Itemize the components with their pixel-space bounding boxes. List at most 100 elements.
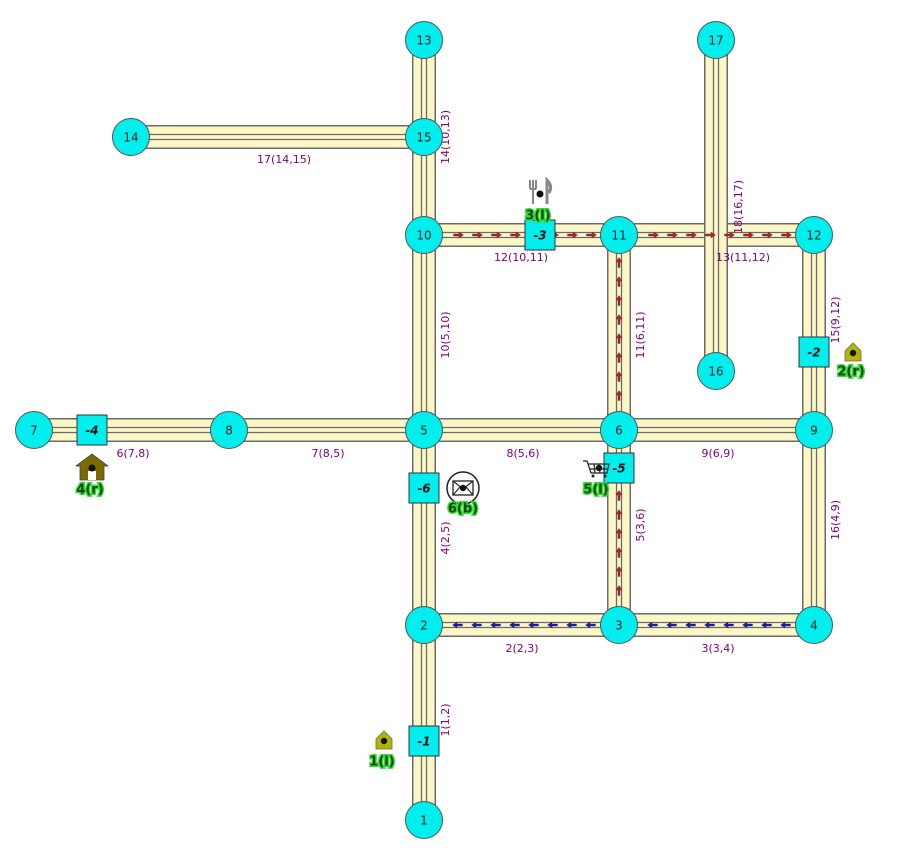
flow-arrow-icon bbox=[685, 621, 696, 629]
node-circle[interactable] bbox=[405, 216, 443, 254]
poi-p4[interactable]: 4(r) bbox=[74, 453, 110, 499]
node-label: 2 bbox=[420, 619, 428, 633]
node-label: 11 bbox=[611, 229, 626, 243]
flow-arrow-icon bbox=[615, 352, 623, 363]
node-circle[interactable] bbox=[405, 21, 443, 59]
flow-arrow-icon bbox=[528, 621, 539, 629]
marker-m5[interactable]: -5 bbox=[603, 452, 635, 484]
poi-p6[interactable]: 6(b) bbox=[446, 471, 480, 518]
marker-label: -6 bbox=[417, 482, 430, 496]
marker-square[interactable] bbox=[603, 452, 635, 484]
road-e8 bbox=[424, 418, 619, 442]
node-circle[interactable] bbox=[600, 216, 638, 254]
edge-label-e5: 5(3,6) bbox=[634, 508, 647, 541]
node-circle[interactable] bbox=[697, 21, 735, 59]
node-15[interactable]: 15 bbox=[405, 118, 443, 156]
node-11[interactable]: 11 bbox=[600, 216, 638, 254]
flow-arrow-icon bbox=[615, 490, 623, 501]
flow-arrow-icon bbox=[780, 621, 791, 629]
flow-arrow-icon bbox=[667, 231, 678, 239]
poi-p2[interactable]: 2(r) bbox=[836, 342, 866, 381]
flow-arrow-icon bbox=[453, 231, 464, 239]
node-9[interactable]: 9 bbox=[795, 411, 833, 449]
poi-p3[interactable]: 3(l) bbox=[524, 176, 553, 225]
node-label: 15 bbox=[416, 131, 431, 145]
marker-m6[interactable]: -6 bbox=[408, 472, 440, 504]
poi-dot bbox=[595, 464, 603, 472]
node-circle[interactable] bbox=[112, 118, 150, 156]
node-6[interactable]: 6 bbox=[600, 411, 638, 449]
node-circle[interactable] bbox=[795, 606, 833, 644]
school-door bbox=[88, 471, 96, 480]
fork-icon bbox=[529, 180, 537, 204]
marker-square[interactable] bbox=[408, 472, 440, 504]
marker-square[interactable] bbox=[408, 725, 440, 757]
marker-m2[interactable]: -2 bbox=[798, 336, 830, 368]
flow-arrow-icon bbox=[666, 621, 677, 629]
poi-label: 2(r) bbox=[837, 365, 864, 380]
node-circle[interactable] bbox=[600, 606, 638, 644]
node-5[interactable]: 5 bbox=[405, 411, 443, 449]
node-16[interactable]: 16 bbox=[697, 352, 735, 390]
edge-label-e7: 7(8,5) bbox=[311, 447, 344, 460]
node-label: 13 bbox=[416, 34, 431, 48]
flow-arrow-icon bbox=[615, 257, 623, 268]
flow-arrow-icon bbox=[704, 621, 715, 629]
node-2[interactable]: 2 bbox=[405, 606, 443, 644]
poi-p1[interactable]: 1(l) bbox=[368, 730, 396, 771]
poi-label: 4(r) bbox=[76, 483, 103, 498]
poi-dot bbox=[849, 349, 857, 357]
node-label: 16 bbox=[708, 365, 723, 379]
poi-dot bbox=[459, 484, 467, 492]
flow-arrow-icon bbox=[491, 231, 502, 239]
flow-arrow-icon bbox=[723, 621, 734, 629]
knife-icon bbox=[545, 176, 553, 204]
flow-arrow-icon bbox=[586, 231, 597, 239]
flow-arrow-icon bbox=[472, 231, 483, 239]
node-10[interactable]: 10 bbox=[405, 216, 443, 254]
marker-square[interactable] bbox=[798, 336, 830, 368]
node-17[interactable]: 17 bbox=[697, 21, 735, 59]
node-8[interactable]: 8 bbox=[210, 411, 248, 449]
flow-arrow-icon bbox=[743, 231, 754, 239]
poi-p5[interactable]: 5(l) bbox=[582, 460, 610, 499]
node-circle[interactable] bbox=[405, 411, 443, 449]
edge-label-e10: 10(5,10) bbox=[439, 311, 452, 358]
flow-arrow-icon bbox=[742, 621, 753, 629]
flow-arrow-icon bbox=[615, 547, 623, 558]
node-circle[interactable] bbox=[210, 411, 248, 449]
poi-dot bbox=[88, 464, 96, 472]
marker-square[interactable] bbox=[76, 414, 108, 446]
node-label: 3 bbox=[615, 619, 623, 633]
node-circle[interactable] bbox=[405, 606, 443, 644]
marker-m3[interactable]: -3 bbox=[524, 219, 556, 251]
poi-dot bbox=[536, 190, 544, 198]
flow-arrow-icon bbox=[761, 621, 772, 629]
node-1[interactable]: 1 bbox=[405, 801, 443, 839]
node-circle[interactable] bbox=[15, 411, 53, 449]
flow-arrow-icon bbox=[686, 231, 697, 239]
node-circle[interactable] bbox=[405, 118, 443, 156]
flow-arrow-icon bbox=[566, 621, 577, 629]
node-circle[interactable] bbox=[405, 801, 443, 839]
node-4[interactable]: 4 bbox=[795, 606, 833, 644]
node-12[interactable]: 12 bbox=[795, 216, 833, 254]
node-circle[interactable] bbox=[795, 216, 833, 254]
flow-arrow-icon bbox=[781, 231, 792, 239]
flow-arrow-icon bbox=[510, 231, 521, 239]
node-7[interactable]: 7 bbox=[15, 411, 53, 449]
node-14[interactable]: 14 bbox=[112, 118, 150, 156]
flow-arrow-icon bbox=[762, 231, 773, 239]
pois-layer: 1(l) 2(r) 3(l) 4(r) 5(l) 6(b) bbox=[74, 176, 866, 771]
node-circle[interactable] bbox=[795, 411, 833, 449]
edge-label-e11: 11(6,11) bbox=[634, 311, 647, 358]
poi-dot bbox=[380, 737, 388, 745]
marker-m4[interactable]: -4 bbox=[76, 414, 108, 446]
edge-label-e14: 14(10,13) bbox=[439, 110, 452, 164]
node-3[interactable]: 3 bbox=[600, 606, 638, 644]
node-13[interactable]: 13 bbox=[405, 21, 443, 59]
marker-square[interactable] bbox=[524, 219, 556, 251]
node-circle[interactable] bbox=[600, 411, 638, 449]
node-circle[interactable] bbox=[697, 352, 735, 390]
marker-m1[interactable]: -1 bbox=[408, 725, 440, 757]
